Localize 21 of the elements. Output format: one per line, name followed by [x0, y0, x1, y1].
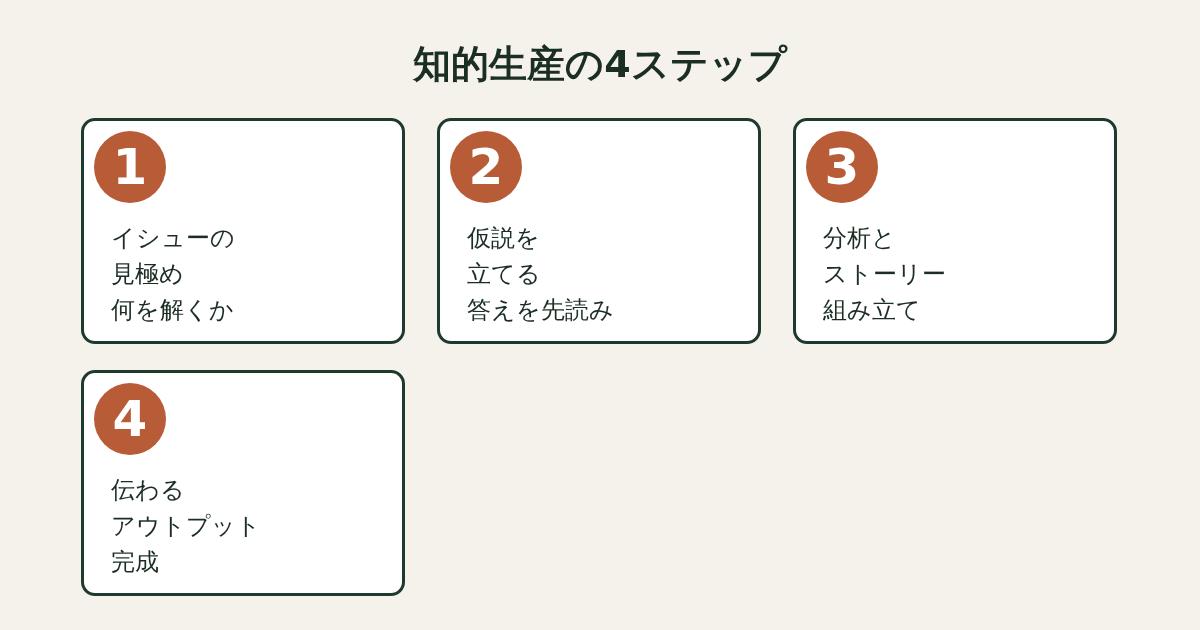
step-number: 2 [450, 131, 522, 203]
step-text: 伝わる [111, 475, 185, 506]
step-text: イシューの [111, 223, 235, 254]
step-number: 3 [806, 131, 878, 203]
step-text: 答えを先読み [467, 295, 614, 326]
step-text: 何を解くか [111, 295, 234, 326]
step-number: 1 [94, 131, 166, 203]
step-text: 分析と [823, 223, 896, 254]
step-text: 完成 [111, 547, 159, 578]
step-card [437, 118, 761, 344]
step-card [81, 118, 405, 344]
step-text: 仮説を [467, 223, 540, 254]
step-text: 立てる [467, 259, 541, 290]
step-text: 組み立て [823, 295, 921, 326]
title: 知的生産の4ステップ [413, 42, 787, 88]
step-text: アウトプット [111, 511, 261, 542]
step-text: 見極め [111, 259, 184, 290]
step-card [793, 118, 1117, 344]
step-card [81, 370, 405, 596]
step-text: ストーリー [823, 259, 946, 290]
step-number: 4 [94, 383, 166, 455]
